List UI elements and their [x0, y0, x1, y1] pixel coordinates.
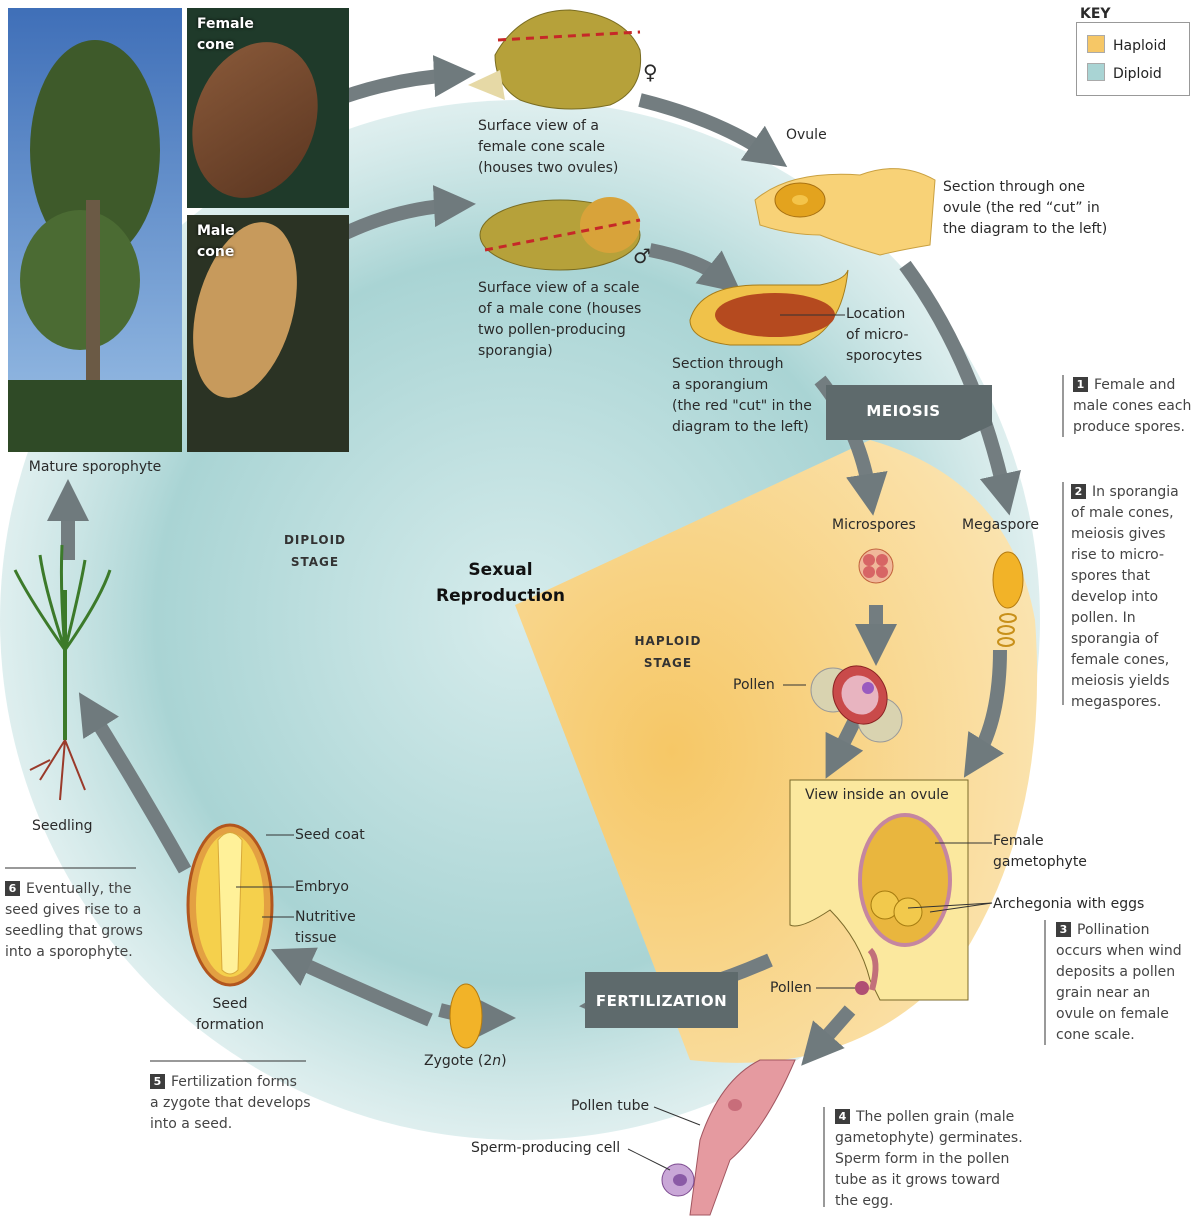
- legend-item-diploid: Diploid: [1087, 63, 1162, 82]
- female-cone-scale: [468, 10, 641, 109]
- step-6-number: 6: [5, 881, 20, 896]
- zygote-label: Zygote (2n): [424, 1051, 507, 1072]
- ovule-view-title: View inside an ovule: [805, 785, 949, 806]
- seed-coat-label: Seed coat: [295, 825, 365, 846]
- step-3-number: 3: [1056, 922, 1071, 937]
- pollen-label-bottom: Pollen: [770, 978, 812, 999]
- step-4-number: 4: [835, 1109, 850, 1124]
- legend-item-haploid: Haploid: [1087, 35, 1166, 54]
- fertilization-label: FERTILIZATION: [585, 992, 738, 1010]
- step-2-number: 2: [1071, 484, 1086, 499]
- step-1-number: 1: [1073, 377, 1088, 392]
- mature-sporophyte-label: Mature sporophyte: [8, 457, 182, 478]
- microspores-cell: [859, 549, 893, 583]
- sperm-cell-label: Sperm-producing cell: [471, 1138, 620, 1159]
- archegonia-label: Archegonia with eggs: [993, 894, 1144, 915]
- legend-label-diploid: Diploid: [1113, 66, 1162, 82]
- zygote-cell: [450, 984, 482, 1048]
- microspores-label: Microspores: [832, 515, 916, 536]
- diploid-swatch: [1087, 63, 1105, 81]
- pollen-tube-label: Pollen tube: [571, 1096, 649, 1117]
- haploid-swatch: [1087, 35, 1105, 53]
- legend-label-haploid: Haploid: [1113, 38, 1166, 54]
- embryo-label: Embryo: [295, 877, 349, 898]
- meiosis-label: MEIOSIS: [826, 402, 981, 420]
- megaspore-label: Megaspore: [962, 515, 1039, 536]
- female-symbol-icon: ♀: [643, 62, 658, 83]
- male-symbol-icon: ♂: [633, 246, 651, 267]
- photo-mature-sporophyte: [8, 8, 182, 452]
- seedling-label: Seedling: [32, 816, 93, 837]
- ovule-label: Ovule: [786, 125, 827, 146]
- pollen-label-top: Pollen: [733, 675, 775, 696]
- step-5-number: 5: [150, 1074, 165, 1089]
- seed-section: [188, 825, 272, 985]
- legend-box: Haploid Diploid: [1076, 22, 1190, 96]
